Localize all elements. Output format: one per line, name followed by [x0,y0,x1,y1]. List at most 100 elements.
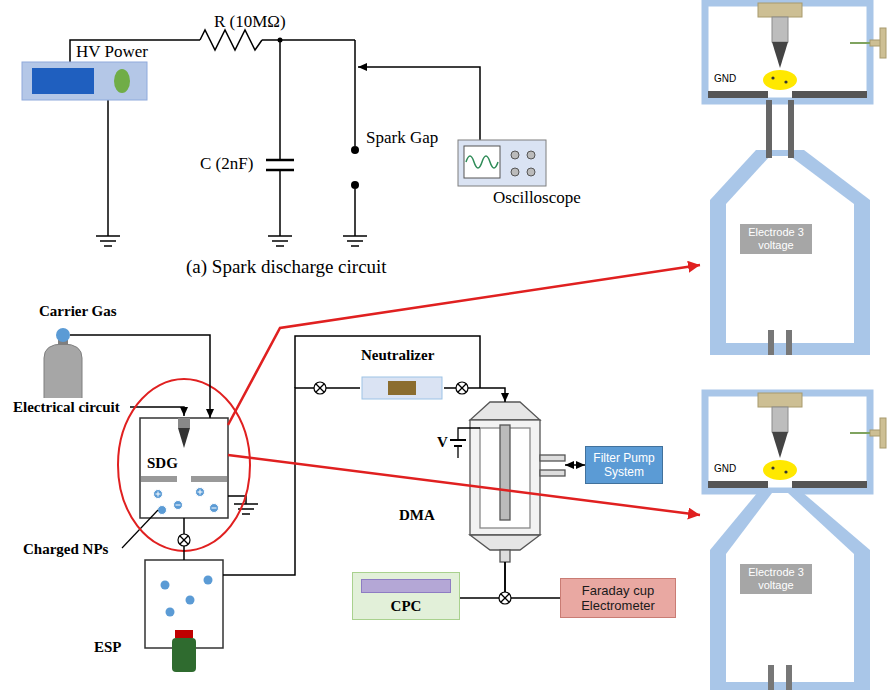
node-title: HV Power [76,42,148,62]
power-supply-icon [32,68,94,94]
oscilloscope-icon [464,146,500,178]
voltage-source-symbol [450,439,466,441]
node-title: SDG [146,454,179,472]
dma-column: DMA [445,402,565,562]
neutralizer: Neutralizer [360,346,444,399]
oscilloscope-icon [458,140,546,186]
power-supply: HV Power [22,42,147,100]
spark-gap-electrode [351,146,359,154]
nanoparticles [196,488,205,497]
oscilloscope-icon [511,151,519,159]
circuit-wires [262,39,355,41]
nanoparticles [158,506,167,515]
flow-line [128,335,210,418]
chamber-drawing [726,493,854,682]
neutralizer-icon [362,377,442,399]
chamber-drawing [786,665,792,690]
node-title: GND [714,73,736,85]
illustration [343,236,367,246]
valve-layer [499,592,511,604]
node-title: CPC [391,597,422,615]
signal-name: V [436,433,449,451]
chamber-drawing [768,330,774,355]
node-title: Carrier Gas [38,302,118,320]
gas-cylinder-icon [44,344,82,402]
neutralizer-icon [388,381,416,395]
esp-chamber [161,581,170,590]
gas-cylinder-icon [70,334,128,336]
callout-label: Charged NPs [22,540,109,558]
circuit-wires [354,189,356,236]
nanoparticles [200,490,201,495]
circuit-wires [354,40,356,146]
sdg-chamber [178,418,190,428]
node-title: Filter Pump System [591,451,657,479]
chamber-drawing [788,100,794,158]
node-title: GND [714,463,736,475]
chamber-drawing [705,3,886,101]
leader-line [130,407,184,416]
oscilloscope-icon [527,168,535,176]
circuit-wires [279,40,281,160]
illustration [96,236,120,246]
nanoparticles [158,492,159,497]
valve-layer [456,382,468,394]
chamber-drawing [726,156,854,343]
esp-chamber [175,630,193,638]
voltage-source-symbol [458,428,480,440]
circuit-wires [279,170,281,236]
oscilloscope: Oscilloscope [455,138,605,213]
cpc-box: CPC [352,572,460,620]
dma-column [470,420,540,535]
power-supply-icon [22,62,147,100]
circuit-wires [70,30,480,236]
chamber-drawing [768,665,774,690]
esp-chamber [145,560,223,648]
detector-strip [361,579,451,593]
node-title: Faraday cup Electrometer [566,583,670,613]
dma-column [470,402,540,420]
node-title: Oscilloscope [493,188,581,208]
electrometer-box: Faraday cup Electrometer [560,578,676,618]
circuit-wires [70,40,200,62]
component-label: Spark Gap [366,128,438,148]
esp-chamber [186,596,195,605]
dma-column [540,455,565,461]
filter-pump-box: Filter Pump System [585,446,663,484]
esp-chamber [145,560,223,672]
chamber-drawing [786,330,792,355]
subfigure-caption: (a) Spark discharge circuit [186,256,387,278]
voltage-source-symbol [457,446,458,458]
chamber-drawing [710,492,870,690]
node-title: ESP [93,638,123,656]
dma-column [500,425,510,520]
chamber-drawing [705,3,886,355]
junction-dot [278,38,283,43]
esp-chamber [204,576,213,585]
dma-column [470,535,540,550]
nanoparticles [154,490,163,499]
oscilloscope-icon [458,140,546,186]
nanoparticles [176,505,181,506]
sdg-chamber [140,418,228,518]
flow-line [444,388,505,402]
capacitor-symbol [266,159,294,162]
nanoparticles [212,508,217,509]
electrostatic-precipitator: ESP [145,560,223,648]
illustration [268,236,292,246]
chamber-drawing [792,481,867,488]
oscilloscope-icon [511,168,519,176]
spark-gap-electrode [351,181,359,189]
flow-line [565,464,585,466]
dma-column [470,402,565,562]
sdg-chamber [178,428,190,448]
gas-cylinder: Carrier Gas [38,302,128,402]
chamber-drawing [766,100,772,158]
dma-column [540,470,565,476]
flow-line [223,388,360,575]
component-value: R (10MΩ) [214,12,286,32]
chamber-drawing [705,393,886,690]
flow-line [505,562,560,598]
callout-label: Electrical circuit [12,398,121,416]
